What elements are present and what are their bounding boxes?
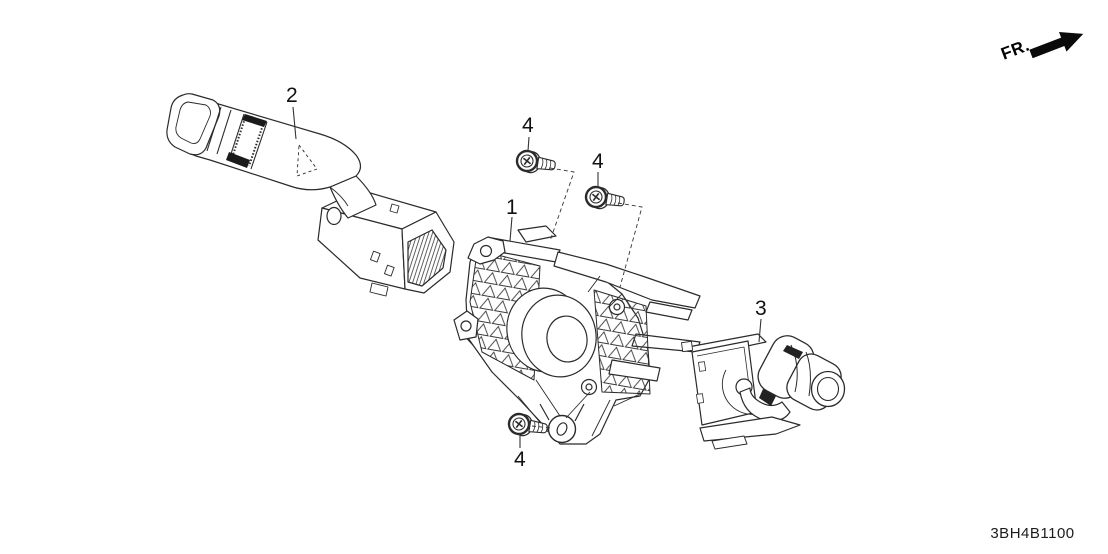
part-1-switch-body-drawing: [453, 225, 701, 445]
callout-part-2: 2: [286, 84, 298, 107]
diagram-code: 3BH4B1100: [990, 525, 1075, 542]
callout-screw-mid: 4: [592, 150, 604, 173]
fr-arrow-icon: [1029, 32, 1084, 59]
screw-mid-drawing: [583, 184, 627, 214]
callout-part-3: 3: [755, 297, 767, 320]
screw-top-drawing: [514, 148, 558, 178]
part-2-stalk-switch-drawing: [166, 93, 455, 297]
part-3-switch-drawing: [681, 333, 846, 450]
callout-part-1: 1: [506, 196, 518, 219]
callout-screw-bottom: 4: [514, 448, 526, 471]
callout-leader-lines: [292, 106, 762, 448]
callout-screw-top: 4: [522, 114, 534, 137]
